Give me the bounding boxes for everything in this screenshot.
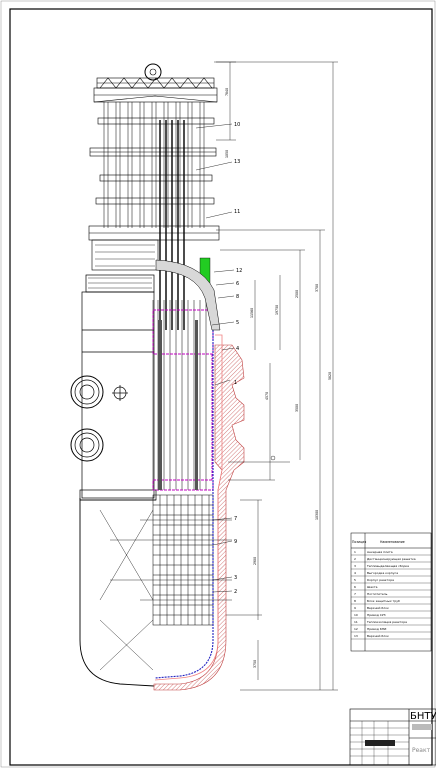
vessel-inner-layer <box>154 334 223 681</box>
table-row-name: Блок защитных труб <box>367 599 400 603</box>
table-row-pos: 4 <box>354 571 356 575</box>
table-row-pos: 9 <box>354 606 356 610</box>
table-row-pos: 12 <box>354 627 358 631</box>
table-row-pos: 8 <box>354 599 356 603</box>
table-row-name: Тепловыделяющая сборка <box>366 564 409 568</box>
dimension-value: 3500 <box>295 404 299 412</box>
callout-label: 6 <box>236 281 239 287</box>
callout-label: 7 <box>234 516 237 522</box>
callout-label: 3 <box>234 575 237 581</box>
callout-label: 8 <box>236 294 239 300</box>
organization-label: БНТУ <box>410 711 436 722</box>
table-row-pos: 3 <box>354 564 356 568</box>
table-row-pos: 6 <box>354 585 356 589</box>
table-row-pos: 2 <box>354 557 356 561</box>
dimension-values: 7840 5820 3700 10300 2500 3500 19750 457… <box>225 88 332 668</box>
table-row-pos: 10 <box>354 613 358 617</box>
dimension-value: 3750 <box>253 660 257 668</box>
table-row-name: Привод КНИ <box>367 627 386 631</box>
table-row-name: Корпус реактора <box>367 578 394 582</box>
dimension-value: 1050 <box>225 150 229 158</box>
drive-mechanisms <box>88 63 220 330</box>
dimension-value: 11560 <box>250 308 254 318</box>
callout-label: 5 <box>236 320 239 326</box>
table-row-name: Верхний блок <box>367 606 389 610</box>
table-row-name: Верхний блок <box>367 634 389 638</box>
table-header-pos: Позиция <box>352 540 366 544</box>
specification-table-text: Позиция Наименование 1 Анкерная плита 2 … <box>352 540 416 638</box>
callout-labels: 10 13 11 12 6 8 5 4 7 9 3 2 1 <box>234 122 242 595</box>
dimension-value: 5820 <box>328 372 332 380</box>
table-row-name: Поглотитель <box>367 592 388 596</box>
table-row-pos: 1 <box>354 550 356 554</box>
callout-label: 9 <box>234 539 237 545</box>
dimension-value: 7840 <box>225 88 229 96</box>
callout-label: 4 <box>236 346 239 352</box>
table-row-name: Привод СУЗ <box>367 613 386 617</box>
table-row-pos: 7 <box>354 592 356 596</box>
table-row-pos: 5 <box>354 578 356 582</box>
sheet-border <box>9 8 433 766</box>
table-row-pos: 13 <box>354 634 358 638</box>
callout-label: 2 <box>234 589 237 595</box>
dimension-value: 4570 <box>265 392 269 400</box>
upper-shaft <box>155 259 221 331</box>
title-block-fill <box>412 724 432 730</box>
callout-label: 12 <box>236 268 242 274</box>
drawing-subtitle: Реакт <box>412 747 431 754</box>
core-barrel-liner <box>154 330 214 679</box>
callout-label: 11 <box>234 209 240 215</box>
title-block-fill <box>365 740 395 746</box>
table-row-name: Шахта <box>367 585 378 589</box>
reactor-body <box>70 274 214 687</box>
specification-table <box>350 532 432 652</box>
vessel-wall <box>153 344 245 691</box>
callout-label: 10 <box>234 122 240 128</box>
table-row-pos: 11 <box>354 620 358 624</box>
callout-label: 1 <box>234 380 237 386</box>
dimension-lines <box>110 61 338 691</box>
table-row-name: Дистанционирующая решетка <box>367 557 416 561</box>
table-row-name: Теплоизоляция реактора <box>366 620 407 624</box>
dimension-value: 2900 <box>253 557 257 565</box>
table-row-name: Выгородка корпуса <box>367 571 398 575</box>
table-header-name: Наименование <box>380 540 405 544</box>
dimension-value: 3700 <box>315 284 319 292</box>
dimension-value: 19750 <box>275 305 279 315</box>
dimension-value: 2500 <box>295 290 299 298</box>
dimension-value: 10300 <box>315 510 319 520</box>
callout-label: 13 <box>234 159 240 165</box>
table-row-name: Анкерная плита <box>367 550 393 554</box>
